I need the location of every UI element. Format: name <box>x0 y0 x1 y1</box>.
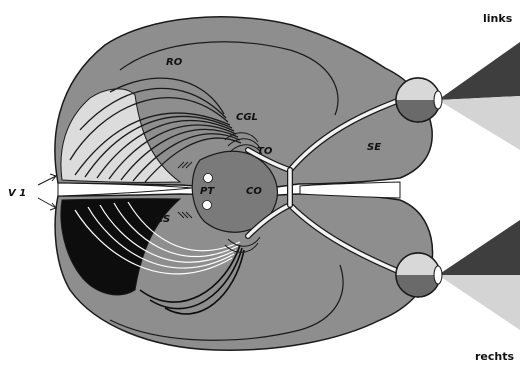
lower-field-dark-wedge <box>438 220 520 275</box>
right-eye <box>396 253 442 297</box>
label-pt: PT <box>200 186 215 197</box>
upper-field-dark-wedge <box>438 42 520 100</box>
label-cgl: CGL <box>236 112 258 123</box>
lower-field-light-wedge <box>438 275 520 330</box>
upper-visual-field <box>438 42 520 150</box>
label-to: TO <box>257 146 273 157</box>
label-co: CO <box>246 186 262 197</box>
pt-lower-dot <box>203 201 212 210</box>
label-v1: V 1 <box>8 188 26 199</box>
upper-field-light-wedge <box>438 96 520 150</box>
left-eye <box>396 78 442 122</box>
label-rechts: rechts <box>475 350 514 363</box>
left-lens <box>434 91 442 109</box>
label-cs: CS <box>156 214 170 225</box>
lower-visual-field <box>438 220 520 330</box>
right-lens <box>434 266 442 284</box>
label-se: SE <box>367 142 381 153</box>
label-ro: RO <box>166 57 183 68</box>
label-links: links <box>483 12 513 25</box>
v1-arrows <box>38 174 56 210</box>
pt-upper-dot <box>204 174 213 183</box>
